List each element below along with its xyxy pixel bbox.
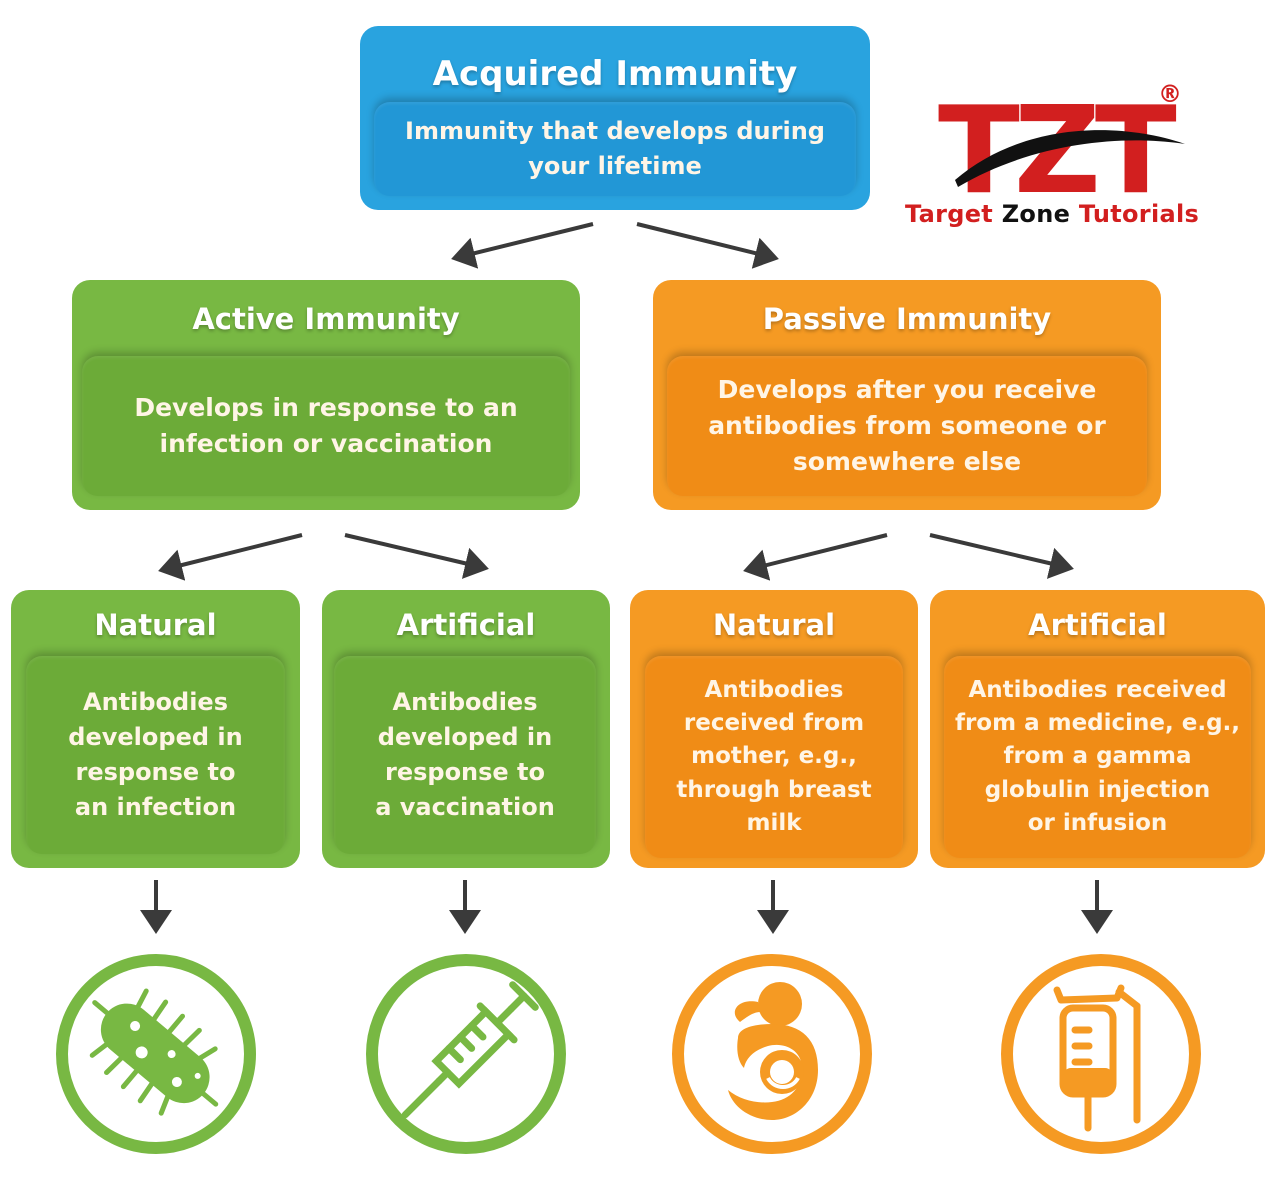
desc-line: mother, e.g., xyxy=(691,743,857,770)
desc-line: from a gamma xyxy=(1003,743,1192,770)
desc-line: a vaccination xyxy=(375,792,555,821)
logo-word-zone: Zone xyxy=(1001,200,1071,228)
active-immunity-box: Active Immunity Develops in response to … xyxy=(72,280,580,510)
passive-artificial-title: Artificial xyxy=(1028,608,1167,642)
desc-line: received from xyxy=(683,709,865,736)
desc-line: Develops after you receive xyxy=(717,374,1097,404)
iv-drip-icon xyxy=(1001,954,1201,1154)
logo-word-target: Target xyxy=(905,200,994,228)
desc-line: developed in xyxy=(377,723,553,752)
acquired-immunity-box: Acquired Immunity Immunity that develops… xyxy=(360,26,870,210)
active-natural-title: Natural xyxy=(94,608,217,642)
desc-line: Immunity that develops during xyxy=(405,117,825,146)
desc-line: or infusion xyxy=(1027,810,1168,837)
desc-line: an infection xyxy=(74,792,237,821)
arrow-to-passive-artificial xyxy=(929,533,1074,579)
active-artificial-title: Artificial xyxy=(396,608,536,642)
bacteria-icon xyxy=(56,954,256,1154)
desc-line: developed in xyxy=(68,723,243,752)
syringe-icon xyxy=(366,954,566,1154)
desc-line: through breast xyxy=(676,776,872,803)
arrow-to-active-natural xyxy=(158,533,303,581)
active-immunity-description: Develops in response to an infection or … xyxy=(82,356,570,496)
desc-line: your lifetime xyxy=(528,152,702,180)
desc-line: antibodies from someone or xyxy=(708,410,1106,440)
breastfeeding-icon xyxy=(672,954,872,1154)
logo-tagline: Target Zone Tutorials xyxy=(905,200,1235,228)
active-artificial-box: Artificial Antibodies developed in respo… xyxy=(322,590,610,868)
passive-natural-box: Natural Antibodies received from mother,… xyxy=(630,590,918,868)
acquired-immunity-title: Acquired Immunity xyxy=(432,54,798,94)
passive-immunity-box: Passive Immunity Develops after you rece… xyxy=(653,280,1161,510)
passive-immunity-title: Passive Immunity xyxy=(762,302,1052,336)
logo-word-tutorials: Tutorials xyxy=(1078,200,1200,228)
desc-line: somewhere else xyxy=(792,447,1022,477)
desc-line: response to xyxy=(384,758,546,786)
desc-line: Antibodies received xyxy=(968,676,1227,703)
desc-line: from a medicine, e.g., xyxy=(954,709,1241,736)
desc-line: infection or vaccination xyxy=(159,429,493,458)
active-natural-box: Natural Antibodies developed in response… xyxy=(11,590,300,868)
passive-immunity-description: Develops after you receive antibodies fr… xyxy=(667,356,1147,496)
active-immunity-title: Active Immunity xyxy=(192,302,460,336)
desc-line: globulin injection xyxy=(984,776,1211,803)
desc-line: Antibodies xyxy=(392,688,538,717)
arrow-to-passive xyxy=(636,222,779,269)
acquired-immunity-description: Immunity that develops during your lifet… xyxy=(374,102,856,196)
registered-mark: ® xyxy=(1158,80,1182,108)
active-natural-description: Antibodies developed in response to an i… xyxy=(26,656,285,854)
active-artificial-description: Antibodies developed in response to a va… xyxy=(334,656,596,854)
desc-line: Develops in response to an xyxy=(134,392,518,422)
tzt-logo: TZT ® xyxy=(938,80,1185,221)
passive-natural-title: Natural xyxy=(712,608,836,642)
logo-mark: TZT xyxy=(938,82,1177,221)
desc-line: response to xyxy=(75,758,236,786)
arrow-to-active-artificial xyxy=(344,533,489,579)
passive-natural-description: Antibodies received from mother, e.g., t… xyxy=(645,656,903,858)
arrow-to-passive-natural xyxy=(743,533,888,581)
passive-artificial-box: Artificial Antibodies received from a me… xyxy=(930,590,1265,868)
desc-line: milk xyxy=(746,810,802,837)
desc-line: Antibodies xyxy=(83,688,228,717)
arrow-to-active xyxy=(451,222,594,269)
passive-artificial-description: Antibodies received from a medicine, e.g… xyxy=(944,656,1251,858)
desc-line: Antibodies xyxy=(704,676,844,703)
